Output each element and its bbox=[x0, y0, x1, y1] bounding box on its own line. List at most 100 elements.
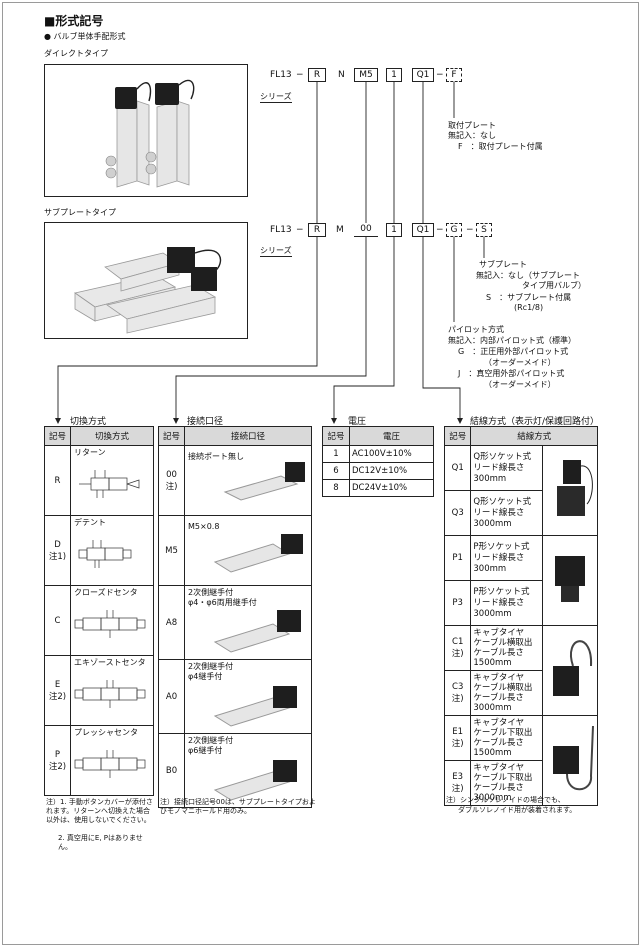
pilot-option-g: G ：正圧用外部パイロット式 bbox=[458, 347, 569, 356]
voltage-code-8: 8 bbox=[322, 479, 350, 497]
port-code-00: 00 注) bbox=[158, 445, 185, 516]
plate-title: 取付プレート bbox=[448, 121, 496, 130]
p-socket-photo bbox=[555, 556, 585, 602]
wiring-name-c3: キャブタイヤ ケーブル横取出 ケーブル長さ 3000mm bbox=[470, 670, 543, 716]
table-row: B0 2次側継手付 φ6継手付 bbox=[158, 733, 312, 808]
port-code-b0: B0 bbox=[158, 733, 185, 808]
wiring-code-c3: C3 注) bbox=[443, 670, 472, 716]
switching-name-d: デテント bbox=[74, 518, 106, 527]
wiring-code-p3: P3 bbox=[443, 580, 472, 626]
port-code-m5: M5 bbox=[158, 515, 185, 586]
port-photo-b0 bbox=[213, 760, 297, 801]
wiring-name-q3: Q形ソケット式 リード線長さ 3000mm bbox=[470, 490, 543, 536]
port-name-b0: 2次側継手付 φ6継手付 bbox=[188, 736, 234, 755]
port-header-code: 記号 bbox=[158, 426, 185, 446]
switching-table: 記号 切換方式 R リターン D 注1) デテント C クローズドセンタ E 注… bbox=[44, 426, 154, 796]
port-photo-00 bbox=[223, 462, 305, 501]
wiring-name-p1: P形ソケット式 リード線長さ 300mm bbox=[470, 535, 543, 581]
q-socket-photo bbox=[557, 460, 593, 516]
port-name-00: 接続ポート無し bbox=[188, 452, 244, 461]
direct-code-mount: N bbox=[338, 70, 345, 80]
direct-code-port: M5 bbox=[354, 68, 378, 82]
subplate-code-wiring: Q1 bbox=[412, 223, 434, 237]
port-code-a8: A8 bbox=[158, 585, 185, 660]
wiring-section-label: 結線方式（表示灯/保護回路付） bbox=[470, 417, 600, 427]
subplate-series-code: FL13 bbox=[270, 225, 292, 235]
switching-note-2: 2. 真空用にE, Pはありません。 bbox=[58, 834, 143, 851]
plate-option-none: 無記入：なし bbox=[448, 131, 496, 140]
wiring-table: 記号 結線方式 Q1 Q形ソケット式 リード線長さ 300mm Q3 Q形ソケッ… bbox=[443, 426, 598, 806]
wiring-name-e1: キャブタイヤ ケーブル下取出 ケーブル長さ 1500mm bbox=[470, 715, 543, 761]
table-row: E3 注) キャブタイヤ ケーブル下取出 ケーブル長さ 3000mm bbox=[443, 760, 598, 806]
wiring-code-p1: P1 bbox=[443, 535, 472, 581]
direct-code-switching: R bbox=[308, 68, 326, 82]
table-row: 8 DC24V±10% bbox=[322, 479, 434, 497]
switching-name-p: プレッシャセンタ bbox=[74, 728, 138, 737]
port-name-m5: M5×0.8 bbox=[188, 522, 220, 531]
port-photo-a8 bbox=[213, 610, 301, 653]
table-row: 00 注) 接続ポート無し bbox=[158, 445, 312, 516]
valve-symbol-exhaust-center bbox=[74, 680, 146, 708]
table-row: Q3 Q形ソケット式 リード線長さ 3000mm bbox=[443, 490, 598, 536]
direct-series-label: シリーズ bbox=[260, 92, 292, 103]
subplate-type-label: サブプレートタイプ bbox=[44, 208, 116, 217]
direct-code-voltage: 1 bbox=[386, 68, 402, 82]
table-row: 1 AC100V±10% bbox=[322, 445, 434, 463]
valve-symbol-detent bbox=[78, 540, 132, 568]
wiring-code-c1: C1 注) bbox=[443, 625, 472, 671]
table-row: E 注2) エキゾーストセンタ bbox=[44, 655, 154, 726]
direct-type-photo bbox=[44, 64, 248, 197]
subplate-series-label: シリーズ bbox=[260, 246, 292, 257]
cabtire-side-photo bbox=[553, 640, 593, 696]
port-header-name: 接続口径 bbox=[184, 426, 312, 446]
port-name-a0: 2次側継手付 φ4継手付 bbox=[188, 662, 234, 681]
table-row: A8 2次側継手付 φ4・φ6両用継手付 bbox=[158, 585, 312, 660]
switching-name-c: クローズドセンタ bbox=[74, 588, 138, 597]
table-row: R リターン bbox=[44, 445, 154, 516]
valve-symbol-return bbox=[79, 470, 140, 498]
subplate-type-photo bbox=[44, 222, 248, 339]
wiring-note-1: 注）シングルソレノイドの場合でも、 bbox=[446, 796, 565, 804]
subplate-option-none: 無記入：なし（サブプレート bbox=[476, 271, 580, 280]
port-table: 記号 接続口径 00 注) 接続ポート無し M5 M5×0.8 A8 2次側継手… bbox=[158, 426, 312, 808]
voltage-name-8: DC24V±10% bbox=[349, 479, 434, 497]
voltage-header-code: 記号 bbox=[322, 426, 350, 446]
valve-symbol-pressure-center bbox=[74, 750, 146, 778]
table-row: M5 M5×0.8 bbox=[158, 515, 312, 586]
subplate-code-switching: R bbox=[308, 223, 326, 237]
subplate-code-voltage: 1 bbox=[386, 223, 402, 237]
section-subheading: ● バルブ単体手配形式 bbox=[44, 32, 126, 41]
direct-code-plate: F bbox=[446, 68, 462, 82]
table-row: 6 DC12V±10% bbox=[322, 462, 434, 480]
wiring-header-code: 記号 bbox=[443, 426, 472, 446]
port-code-a0: A0 bbox=[158, 659, 185, 734]
subplate-code-pilot: G bbox=[446, 223, 462, 237]
wiring-code-e1: E1 注) bbox=[443, 715, 472, 761]
table-row: Q1 Q形ソケット式 リード線長さ 300mm bbox=[443, 445, 598, 536]
switching-section-label: 切換方式 bbox=[70, 417, 107, 427]
table-row: D 注1) デテント bbox=[44, 515, 154, 586]
valve-symbol-closed-center bbox=[74, 610, 146, 638]
subplate-option-s: S ：サブプレート付属 bbox=[486, 293, 572, 302]
table-row: C1 注) キャブタイヤ ケーブル横取出 ケーブル長さ 1500mm bbox=[443, 625, 598, 716]
direct-type-label: ダイレクトタイプ bbox=[44, 49, 108, 58]
switching-header-code: 記号 bbox=[44, 426, 71, 446]
subplate-code-port: 00 bbox=[354, 223, 378, 237]
plate-option-f: F ：取付プレート付属 bbox=[458, 142, 543, 151]
switching-code-p: P 注2) bbox=[44, 725, 71, 796]
wiring-code-q3: Q3 bbox=[443, 490, 472, 536]
wiring-code-e3: E3 注) bbox=[443, 760, 472, 806]
switching-name-e: エキゾーストセンタ bbox=[74, 658, 146, 667]
port-name-a8: 2次側継手付 φ4・φ6両用継手付 bbox=[188, 588, 257, 607]
port-photo-a0 bbox=[213, 686, 297, 727]
pilot-option-g-2: （オーダーメイド） bbox=[484, 358, 556, 367]
subplate-code-mount: M bbox=[336, 225, 344, 235]
table-row: P1 P形ソケット式 リード線長さ 300mm bbox=[443, 535, 598, 626]
switching-header-name: 切換方式 bbox=[70, 426, 154, 446]
pilot-option-j: J ：真空用外部パイロット式 bbox=[458, 369, 565, 378]
wiring-note-2: ダブルソレノイド用が装着されます。 bbox=[458, 806, 577, 814]
switching-code-r: R bbox=[44, 445, 71, 516]
switching-code-e: E 注2) bbox=[44, 655, 71, 726]
table-row: P 注2) プレッシャセンタ bbox=[44, 725, 154, 796]
